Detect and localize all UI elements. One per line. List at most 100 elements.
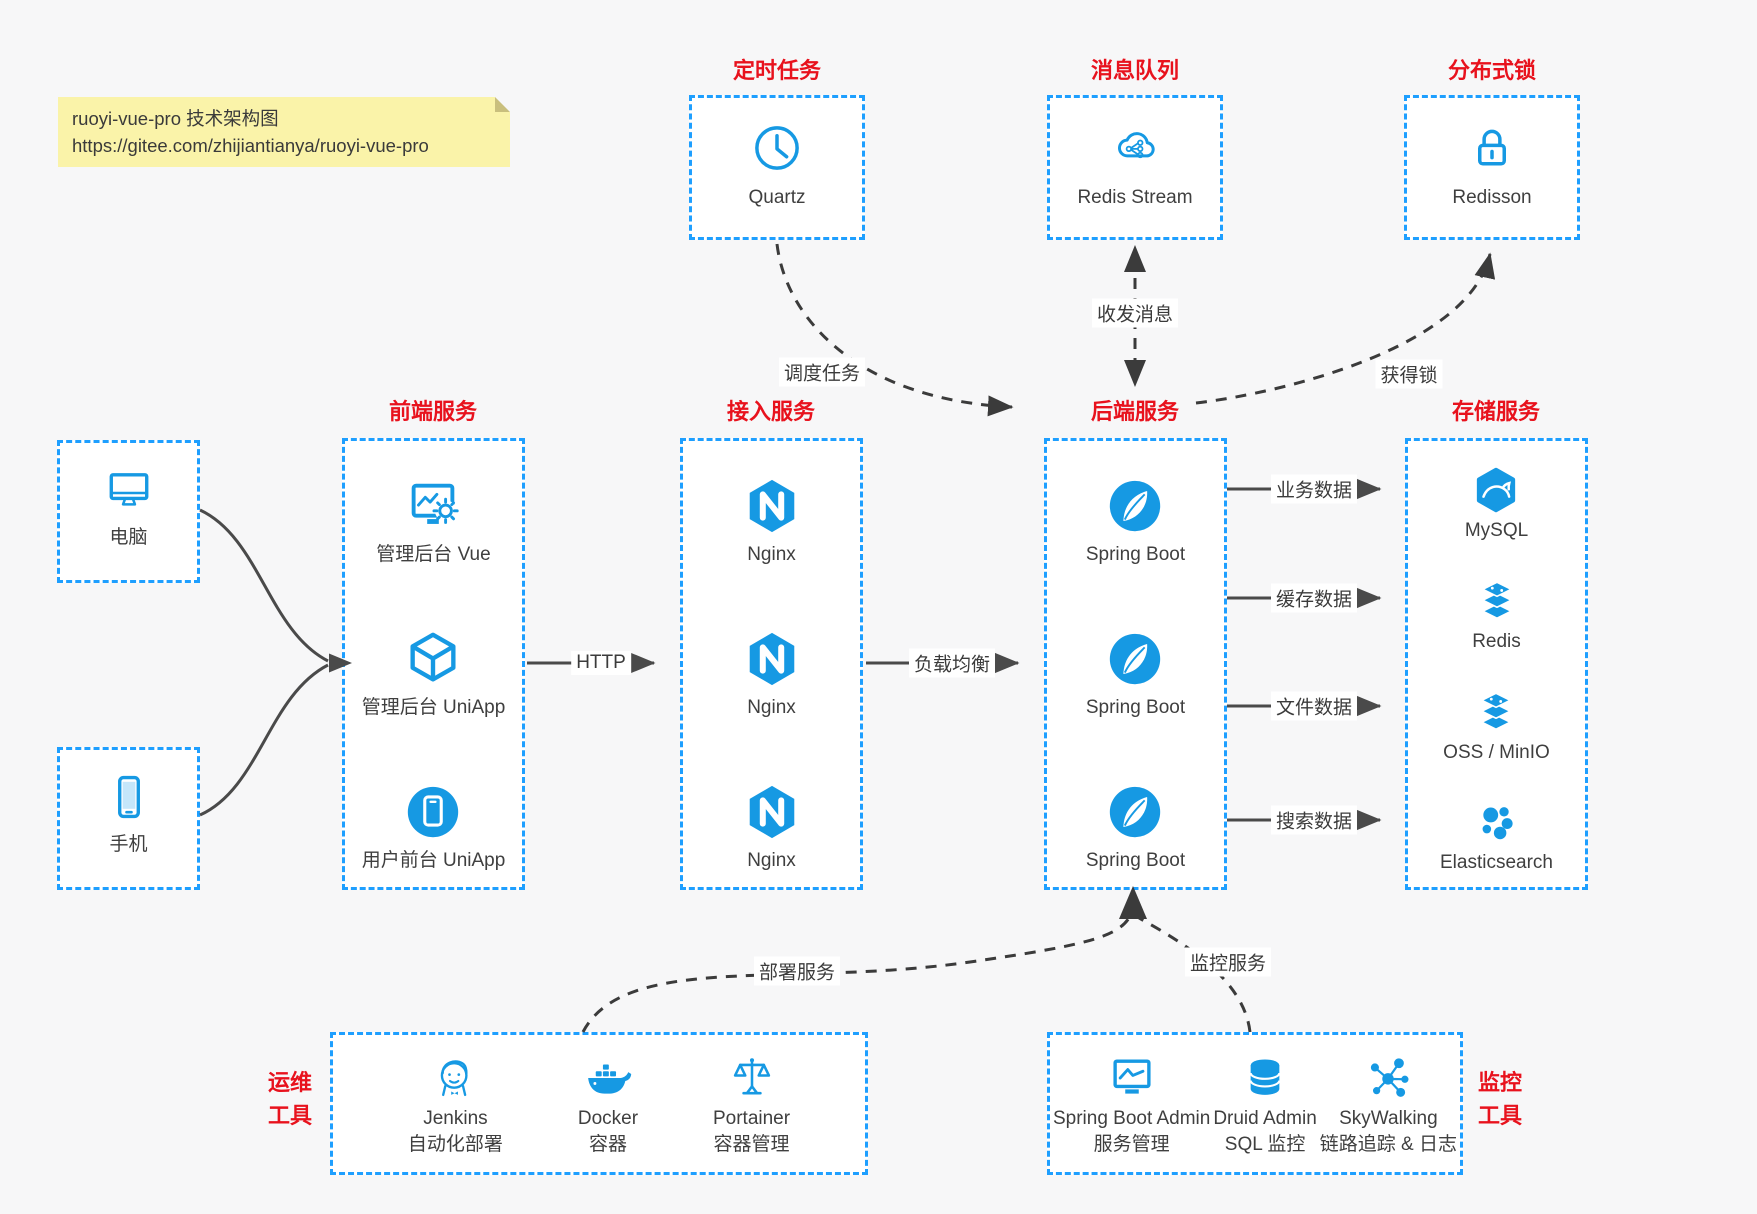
- admin-uniapp-label: 管理后台 UniApp: [361, 697, 506, 719]
- title-scheduled-task: 定时任务: [732, 58, 822, 83]
- node-nginx-1: Nginx: [741, 475, 803, 567]
- title-distributed-lock: 分布式锁: [1447, 58, 1537, 83]
- redis-label: Redis: [1472, 630, 1521, 652]
- arrowhead-backend-bottom: [1119, 886, 1147, 919]
- title-frontend-services: 前端服务: [388, 399, 478, 424]
- node-nginx-3: Nginx: [741, 781, 803, 873]
- edge-label-load-balance: 负载均衡: [908, 648, 996, 678]
- spring-boot-label: Spring Boot: [1085, 697, 1186, 719]
- edge-acquire-lock: [1195, 252, 1496, 405]
- spring-boot-icon: [1104, 781, 1166, 843]
- node-admin-vue: 管理后台 Vue: [376, 475, 491, 567]
- edge-label-search-data: 搜索数据: [1270, 805, 1358, 835]
- node-spring-boot-3: Spring Boot: [1086, 781, 1185, 873]
- backend-services-box: Spring Boot Spring Boot Spring Boot: [1044, 438, 1227, 890]
- node-elasticsearch: Elasticsearch: [1440, 797, 1553, 875]
- pc-client-box: 电脑: [57, 440, 200, 583]
- node-mysql: MySQL: [1465, 465, 1528, 543]
- druid-admin-name: Druid Admin: [1213, 1107, 1317, 1129]
- title-message-queue: 消息队列: [1090, 58, 1180, 83]
- nginx-label: Nginx: [747, 850, 796, 872]
- node-user-uniapp: 用户前台 UniApp: [361, 781, 506, 873]
- access-services-box: Nginx Nginx Nginx: [680, 438, 863, 890]
- mobile-app-icon: [402, 781, 464, 843]
- node-skywalking: SkyWalking 链路追踪 & 日志: [1320, 1051, 1457, 1157]
- storage-services-box: MySQL Redis OSS / MinIO Elasticsearch: [1405, 438, 1588, 890]
- spring-boot-admin-icon: [1105, 1051, 1159, 1105]
- note-title: ruoyi-vue-pro 技术架构图: [72, 108, 279, 129]
- portainer-desc: 容器管理: [713, 1133, 790, 1155]
- scheduler-box: Quartz: [689, 95, 865, 240]
- edge-label-business-data: 业务数据: [1270, 474, 1358, 504]
- quartz-label: Quartz: [748, 187, 806, 208]
- nginx-label: Nginx: [747, 697, 796, 719]
- title-storage-services: 存储服务: [1451, 399, 1541, 424]
- spring-boot-admin-name: Spring Boot Admin: [1052, 1107, 1211, 1129]
- nginx-icon: [741, 628, 803, 690]
- node-druid-admin: Druid Admin SQL 监控: [1213, 1051, 1317, 1157]
- nginx-icon: [741, 781, 803, 843]
- admin-vue-icon: [402, 475, 464, 537]
- nginx-icon: [741, 475, 803, 537]
- oss-stack-icon: [1471, 687, 1521, 737]
- mysql-label: MySQL: [1464, 520, 1529, 541]
- cube-icon: [402, 628, 464, 690]
- spring-boot-icon: [1104, 628, 1166, 690]
- admin-vue-label: 管理后台 Vue: [376, 544, 491, 565]
- node-spring-boot-admin: Spring Boot Admin 服务管理: [1053, 1051, 1210, 1157]
- spring-boot-admin-desc: 服务管理: [1093, 1133, 1170, 1155]
- jenkins-desc: 自动化部署: [407, 1133, 503, 1155]
- user-uniapp-label: 用户前台 UniApp: [361, 850, 506, 872]
- spring-boot-label: Spring Boot: [1085, 850, 1186, 872]
- node-jenkins: Jenkins 自动化部署: [408, 1051, 503, 1157]
- node-spring-boot-2: Spring Boot: [1086, 628, 1185, 720]
- monitor-icon: [102, 463, 156, 517]
- edge-deploy-service: [581, 917, 1131, 1033]
- jenkins-icon: [428, 1051, 482, 1105]
- arrowhead-mq-up: [1124, 245, 1146, 272]
- edge-label-schedule-task: 调度任务: [778, 357, 866, 387]
- oss-minio-label: OSS / MinIO: [1443, 741, 1550, 763]
- node-nginx-2: Nginx: [741, 628, 803, 720]
- edge-label-cache-data: 缓存数据: [1270, 583, 1358, 613]
- docker-desc: 容器: [588, 1133, 627, 1155]
- edge-label-monitor-service: 监控服务: [1184, 947, 1272, 977]
- elasticsearch-icon: [1472, 797, 1522, 847]
- title-backend-services: 后端服务: [1090, 399, 1180, 424]
- redis-stream-label: Redis Stream: [1077, 187, 1193, 208]
- node-admin-uniapp: 管理后台 UniApp: [361, 628, 506, 720]
- edge-label-http: HTTP: [571, 651, 631, 675]
- frontend-services-box: 管理后台 Vue 管理后台 UniApp 用户前台 UniApp: [342, 438, 525, 890]
- mobile-label: 手机: [109, 834, 148, 855]
- node-redis: Redis: [1472, 576, 1522, 654]
- lock-icon: [1464, 120, 1520, 176]
- node-docker: Docker 容器: [578, 1051, 638, 1157]
- druid-admin-desc: SQL 监控: [1224, 1133, 1306, 1155]
- jenkins-name: Jenkins: [423, 1107, 488, 1129]
- pc-label: 电脑: [109, 527, 148, 548]
- nginx-label: Nginx: [747, 544, 796, 565]
- title-ops-tools: 运维 工具: [267, 1070, 312, 1128]
- edge-pc-to-frontend: [199, 508, 329, 663]
- edge-label-file-data: 文件数据: [1270, 691, 1358, 721]
- redisson-label: Redisson: [1452, 187, 1532, 208]
- lock-box: Redisson: [1404, 95, 1580, 240]
- portainer-icon: [725, 1051, 779, 1105]
- skywalking-desc: 链路追踪 & 日志: [1319, 1133, 1458, 1155]
- node-oss-minio: OSS / MinIO: [1443, 687, 1550, 765]
- title-access-services: 接入服务: [726, 399, 816, 424]
- redis-stack-icon: [1472, 576, 1522, 626]
- note-url: https://gitee.com/zhijiantianya/ruoyi-vu…: [72, 134, 429, 156]
- ops-tools-box: Jenkins 自动化部署 Docker 容器 Portainer 容器管理: [330, 1032, 868, 1175]
- docker-icon: [581, 1051, 635, 1105]
- mysql-icon: [1471, 465, 1521, 515]
- edge-label-deploy-service: 部署服务: [753, 956, 841, 986]
- mq-box: Redis Stream: [1047, 95, 1223, 240]
- spring-boot-icon: [1104, 475, 1166, 537]
- clock-icon: [749, 120, 805, 176]
- elasticsearch-label: Elasticsearch: [1440, 852, 1553, 874]
- mobile-client-box: 手机: [57, 747, 200, 890]
- docker-name: Docker: [577, 1107, 639, 1129]
- smartphone-icon: [102, 770, 156, 824]
- arrowhead-mq-down: [1124, 360, 1146, 387]
